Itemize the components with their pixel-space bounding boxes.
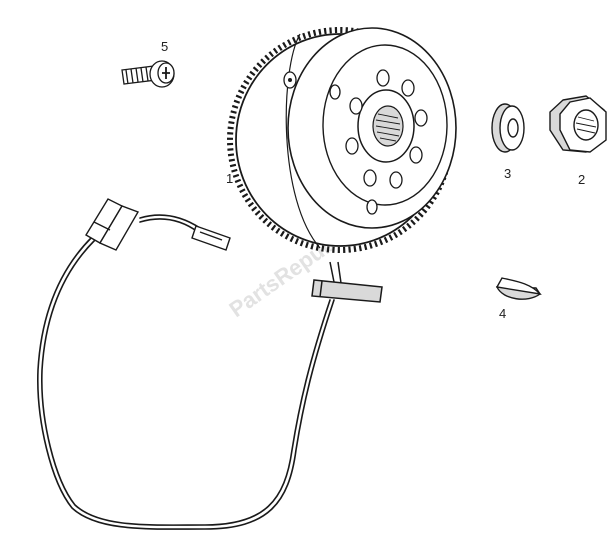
label-part-4: 4 — [499, 306, 506, 321]
single-pin-connector — [191, 225, 231, 251]
pickup-cable — [37, 214, 335, 530]
label-part-3: 3 — [504, 166, 511, 181]
nut — [549, 95, 607, 153]
label-part-2: 2 — [578, 172, 585, 187]
two-pin-connector — [85, 198, 140, 251]
cable-grommet — [311, 261, 383, 303]
label-part-1: 1 — [226, 171, 233, 186]
label-part-5: 5 — [161, 39, 168, 54]
washer — [491, 103, 525, 153]
flywheel-rotor — [227, 27, 457, 253]
screw — [121, 60, 175, 88]
woodruff-key — [495, 277, 542, 300]
